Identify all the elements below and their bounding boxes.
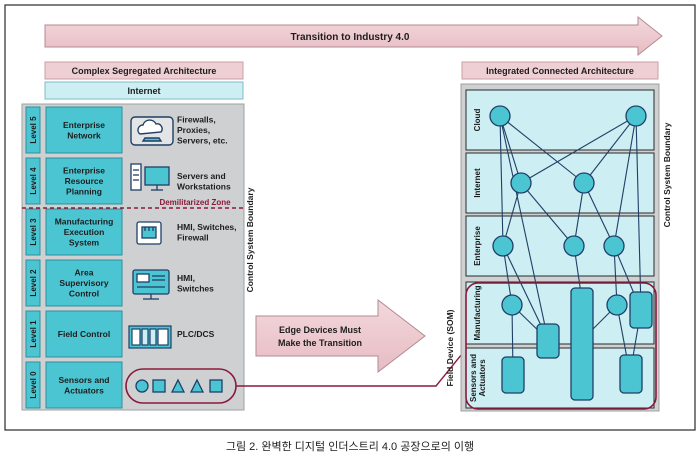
level-name-line: Planning [66,187,102,197]
transition-banner-label: Transition to Industry 4.0 [291,32,410,43]
layer-label: Manufacturing [473,285,482,340]
level-desc-line: Workstations [177,181,231,191]
manufacturing-device-1 [536,323,560,359]
manufacturing-device-2 [629,291,653,329]
internet-node-2 [573,172,595,194]
manufacturing-node-2 [606,294,628,316]
cloud-computer-icon [130,116,174,146]
level-name-line: System [69,238,100,248]
level-row-1: Level 1 Field Control PLC/DCS [25,310,215,358]
server-workstation-icon [130,163,170,191]
level-label: Level 4 [29,167,38,195]
level-row-0: Level 0 Sensors andActuators [25,361,123,409]
level-label: Level 2 [29,269,38,297]
level-name-line: Manufacturing [55,217,114,227]
left-title-box [44,61,244,80]
enterprise-node-2 [563,235,585,257]
level-name-line: Supervisory [59,278,108,288]
level-desc-line: PLC/DCS [177,329,215,339]
level-desc-line: Servers, etc. [177,136,228,146]
layer-label: Internet [473,168,482,198]
level-label: Level 0 [29,371,38,399]
level-tab [25,208,41,256]
enterprise-node-1 [492,235,514,257]
level-name-line: Area [75,268,94,278]
right-layer-2: Internet [465,152,655,214]
right-title: Integrated Connected Architecture [486,66,634,76]
layer-label: Sensors andActuators [469,354,487,402]
left-boundary-label: Control System Boundary [245,187,255,292]
layer-label: Cloud [473,109,482,132]
level-desc-line: Switches [177,283,214,293]
layer-box [465,281,655,345]
level-name-box [45,259,123,307]
level-desc-line: Servers and [177,171,226,181]
level-name-line: Network [67,130,101,140]
plc-rack-icon [128,325,172,349]
layer-box [465,152,655,214]
network-nodes [489,105,653,401]
left-title: Complex Segregated Architecture [72,66,217,76]
level-tab [25,106,41,154]
level-name-line: Field Control [58,329,110,339]
field-device-outline [465,282,657,410]
level-name-box [45,310,123,358]
internet-node-1 [510,172,532,194]
dmz-label: Demilitarized Zone [159,198,231,207]
level-tab [25,310,41,358]
level-desc-line: Firewall [177,232,209,242]
left-architecture-panel [21,103,245,411]
level-name-line: Enterprise [63,166,105,176]
cloud-node-1 [489,105,511,127]
level-name-box [45,157,123,205]
level-name-line: Enterprise [63,120,105,130]
level-desc-line: Firewalls, [177,115,216,125]
level-label: Level 5 [29,116,38,144]
internet-label: Internet [127,86,160,96]
level-tab [25,259,41,307]
level-tab [25,157,41,205]
tall-field-device [570,287,594,401]
hmi-monitor-icon [132,269,170,300]
enterprise-node-3 [603,235,625,257]
level-desc-line: Proxies, [177,125,210,135]
actuator-device-1 [501,356,525,394]
level-label: Level 3 [29,218,38,246]
right-title-box [461,61,659,80]
transition-banner-arrow: Transition to Industry 4.0 [44,15,663,57]
field-device-label: Field Device (SOM) [445,309,455,386]
network-port-icon [136,221,162,245]
level-tab [25,361,41,409]
level-name-line: Control [69,289,99,299]
level-name-box [45,361,123,409]
manufacturing-node-1 [501,294,523,316]
actuator-device-2 [619,354,643,394]
level-name-line: Resource [65,176,104,186]
level-desc-line: HMI, [177,273,195,283]
layer-label: Enterprise [473,226,482,266]
figure-caption: 그림 2. 완벽한 디지털 인더스트리 4.0 공장으로의 이행 [226,440,474,453]
level-label: Level 1 [29,320,38,348]
edge-devices-arrow: Edge Devices Must Make the Transition [255,298,426,374]
edge-arrow-line-1: Edge Devices Must [279,325,361,335]
level-name-box [45,208,123,256]
cloud-node-2 [625,105,647,127]
level-name-box [45,106,123,154]
internet-bar [44,81,244,100]
level-desc-line: HMI, Switches, [177,222,237,232]
right-boundary-label: Control System Boundary [662,122,672,227]
level-name-line: Actuators [64,385,104,395]
edge-arrow-line-2: Make the Transition [278,338,362,348]
level-name-line: Execution [64,227,105,237]
right-layer-4: Manufacturing [465,281,655,345]
level-name-line: Sensors and [58,375,109,385]
